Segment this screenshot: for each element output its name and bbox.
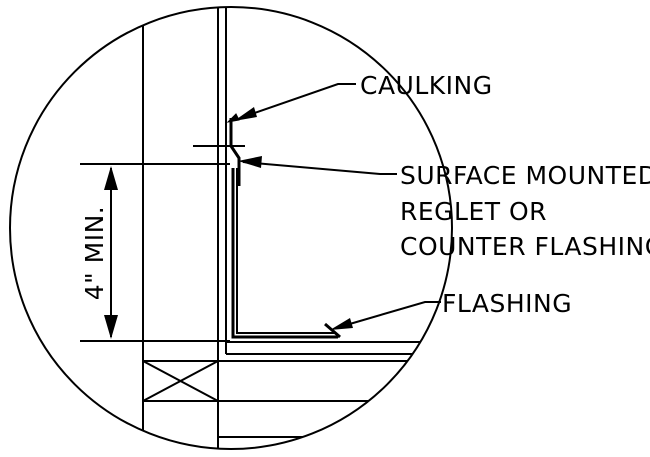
- dimension-label: 4" MIN.: [80, 206, 109, 300]
- detail-circle: [9, 6, 453, 450]
- flashing-label: FLASHING: [442, 289, 572, 318]
- reglet-label-line-1: SURFACE MOUNTED: [400, 161, 650, 190]
- dim-arrow-top: [104, 166, 118, 190]
- flashing-inner: [231, 168, 338, 339]
- dim-arrow-bottom: [104, 315, 118, 339]
- blocking-box: [142, 360, 219, 402]
- reglet-arrow: [238, 156, 262, 168]
- caulking-leader: [239, 83, 356, 119]
- detail-content: [80, 7, 452, 449]
- flashing-leader: [335, 301, 441, 329]
- reglet-label-line-3: COUNTER FLASHING: [400, 232, 650, 261]
- reglet-leader: [242, 161, 397, 175]
- flashing-hem: [324, 322, 341, 339]
- flashing-outer: [236, 168, 336, 334]
- caulking-label: CAULKING: [360, 71, 493, 100]
- reglet-label-line-2: REGLET OR: [400, 197, 547, 226]
- reglet: [229, 118, 241, 186]
- blocking-diagonal-2: [142, 360, 219, 402]
- flashing-arrow: [330, 318, 353, 330]
- caulking-arrow: [234, 107, 257, 121]
